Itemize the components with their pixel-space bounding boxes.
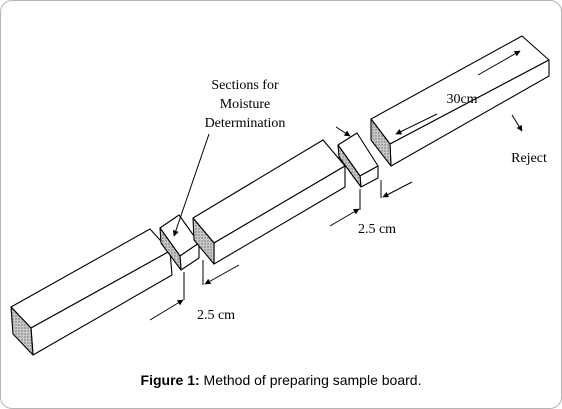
arrow-30cm-lower	[395, 113, 438, 135]
label-sections-line1: Sections for	[211, 78, 279, 93]
leader-line-sections	[172, 133, 210, 237]
label-length-30cm: 30cm	[446, 92, 477, 107]
dim-arrow-left-b	[204, 264, 240, 285]
board-middle	[192, 139, 346, 265]
figure-caption: Figure 1: Method of preparing sample boa…	[0, 372, 562, 388]
moisture-section-right	[337, 132, 379, 188]
label-sections-line3: Determination	[205, 116, 286, 131]
caption-prefix: Figure 1:	[140, 372, 200, 388]
dim-arrow-right-a	[329, 208, 360, 227]
label-width-left: 2.5 cm	[197, 308, 235, 323]
board-right-reject	[370, 35, 550, 167]
caption-text: Method of preparing sample board.	[199, 372, 422, 388]
arrow-to-right-section	[335, 126, 351, 137]
arrow-30cm-upper	[477, 50, 521, 76]
moisture-section-left	[159, 214, 200, 271]
label-width-right: 2.5 cm	[358, 222, 396, 237]
board-left	[10, 228, 173, 356]
label-sections-line2: Moisture	[220, 97, 271, 112]
dim-arrow-right-b	[382, 181, 413, 198]
arrow-reject	[511, 114, 523, 132]
dim-arrow-left-a	[149, 299, 184, 321]
label-reject: Reject	[511, 151, 547, 166]
